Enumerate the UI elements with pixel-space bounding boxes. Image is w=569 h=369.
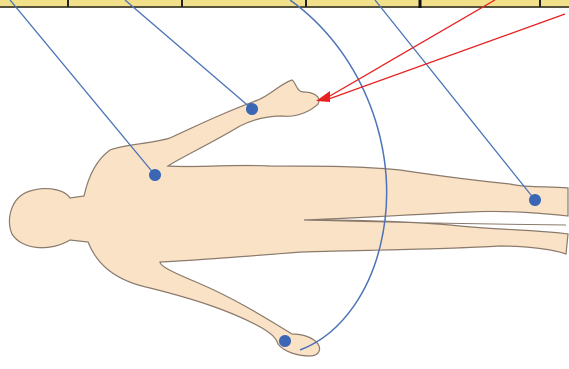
human-body-silhouette: [9, 80, 568, 356]
red-arrows: [316, 0, 565, 102]
connector-line-arm: [125, 0, 252, 109]
arrow-line-upper: [323, 0, 495, 100]
point-lower-hand: [279, 335, 291, 347]
point-torso: [149, 169, 161, 181]
connector-line-torso: [10, 0, 155, 175]
point-foot: [529, 194, 541, 206]
point-upper-arm: [246, 103, 258, 115]
